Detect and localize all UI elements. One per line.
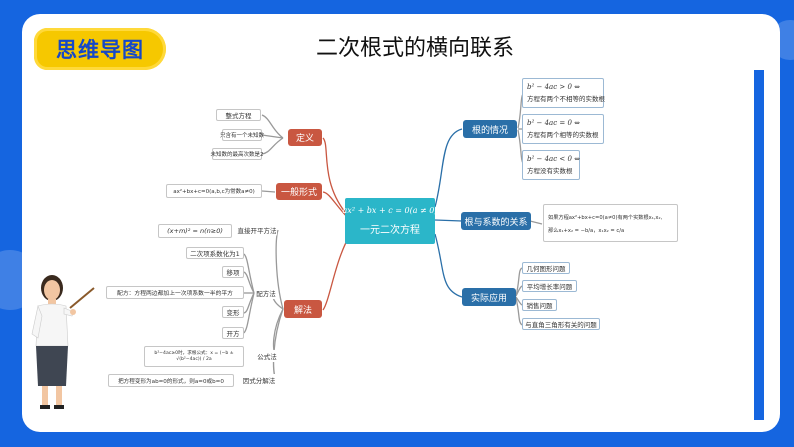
factoring-method: 因式分解法 xyxy=(240,374,278,386)
general-form-item: ax²+bx+c=0(a,b,c为常数a≠0) xyxy=(166,184,262,198)
right-accent-bar xyxy=(754,70,764,420)
completing-item: 移项 xyxy=(222,266,244,278)
roots-item: b² − 4ac = 0 ⇔ 方程有两个相等的实数根 xyxy=(522,114,604,144)
roots-item-text: 方程有两个不相等的实数根 xyxy=(527,95,605,103)
roots-item: b² − 4ac > 0 ⇔ 方程有两个不相等的实数根 xyxy=(522,78,605,108)
application-item: 几何图形问题 xyxy=(522,262,570,274)
center-label: 一元二次方程 xyxy=(360,225,420,236)
factoring-item: 把方程变形为ab=0的形式，则a=0或b=0 xyxy=(108,374,234,387)
mindmap-badge: 思维导图 xyxy=(34,28,166,70)
vieta-node: 根与系数的关系 xyxy=(461,212,531,230)
definition-item: 未知数的最高次数是2 xyxy=(211,148,264,160)
definition-item: 只含有一个未知数 xyxy=(220,129,264,141)
completing-item: 配方：方程两边都加上一次项系数一半的平方 xyxy=(106,286,244,299)
roots-item-math: b² − 4ac = 0 ⇔ xyxy=(527,119,581,127)
vieta-item: 如果方程ax²+bx+c=0(a≠0)有两个实数根x₁,x₂, 那么x₁+x₂ … xyxy=(543,204,678,242)
solutions-node: 解法 xyxy=(284,300,322,318)
formula-method: 公式法 xyxy=(256,350,278,362)
roots-item-math: b² − 4ac < 0 ⇔ xyxy=(527,155,581,163)
application-item: 平均增长率问题 xyxy=(522,280,577,292)
roots-item-text: 方程没有实数根 xyxy=(527,167,573,175)
page-title: 二次根式的横向联系 xyxy=(315,36,514,61)
completing-item: 二次项系数化为1 xyxy=(186,247,244,259)
general-form-node: 一般形式 xyxy=(276,183,322,200)
application-item: 与直角三角形有关的问题 xyxy=(522,318,600,330)
definition-node: 定义 xyxy=(288,129,322,146)
roots-item-text: 方程有两个相等的实数根 xyxy=(527,131,599,139)
roots-item: b² − 4ac < 0 ⇔ 方程没有实数根 xyxy=(522,150,580,180)
direct-root-method: 直接开平方法 xyxy=(237,223,277,236)
completing-item: 开方 xyxy=(222,327,244,339)
applications-node: 实际应用 xyxy=(462,288,516,306)
completing-square-method: 配方法 xyxy=(255,287,277,299)
completing-item: 变形 xyxy=(222,306,244,318)
direct-root-item: (x+m)² = n(n≥0) xyxy=(158,224,232,238)
application-item: 销售问题 xyxy=(522,299,557,311)
roots-item-math: b² − 4ac > 0 ⇔ xyxy=(527,83,581,91)
teacher-illustration xyxy=(31,275,95,409)
roots-node: 根的情况 xyxy=(463,120,517,138)
vieta-line2: 那么x₁+x₂ = −b/a，x₁x₂ = c/a xyxy=(548,228,625,234)
definition-item: 整式方程 xyxy=(216,109,261,121)
vieta-line1: 如果方程ax²+bx+c=0(a≠0)有两个实数根x₁,x₂, xyxy=(548,215,663,221)
center-equation: ax² + bx + c = 0(a ≠ 0) xyxy=(342,206,438,215)
formula-item: b²−4ac≥0时，求根公式：x = (−b ± √(b²−4ac)) / 2a xyxy=(144,346,244,367)
center-node: ax² + bx + c = 0(a ≠ 0) 一元二次方程 xyxy=(342,198,438,244)
